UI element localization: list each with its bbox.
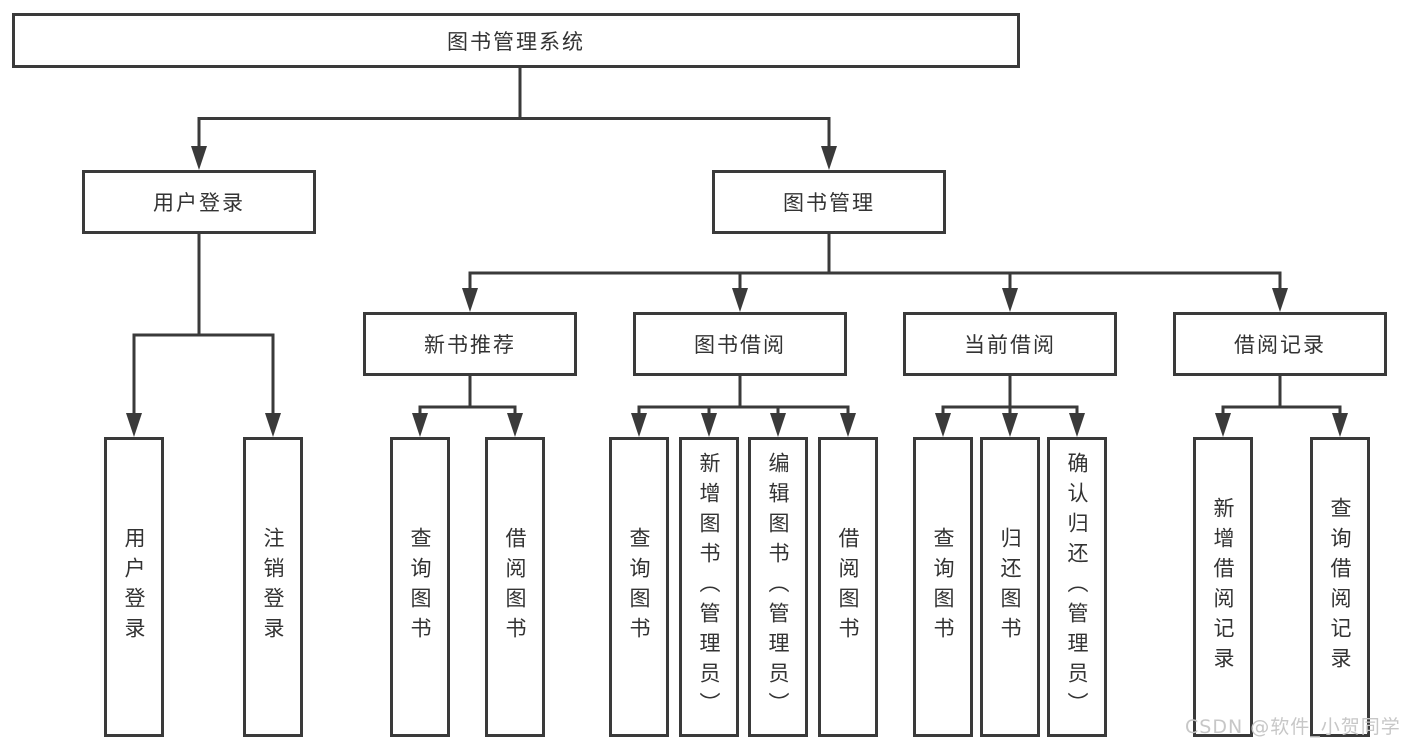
node-new-book-recommend: 新书推荐 [363, 312, 577, 376]
node-current-borrow: 当前借阅 [903, 312, 1117, 376]
leaf-query-books-recommend: 查询图书 [390, 437, 450, 737]
leaf-borrow-books-recommend: 借阅图书 [485, 437, 545, 737]
leaf-logout: 注销登录 [243, 437, 303, 737]
node-borrow-records: 借阅记录 [1173, 312, 1387, 376]
leaf-user-login: 用户登录 [104, 437, 164, 737]
watermark: CSDN @软件_小贺同学 [1185, 716, 1401, 738]
node-book-management: 图书管理 [712, 170, 946, 234]
leaf-add-borrow-record: 新增借阅记录 [1193, 437, 1253, 737]
arrowheads [126, 146, 1348, 437]
node-book-borrow: 图书借阅 [633, 312, 847, 376]
leaf-query-borrow-record: 查询借阅记录 [1310, 437, 1370, 737]
leaf-query-books-borrow: 查询图书 [609, 437, 669, 737]
leaf-return-book: 归还图书 [980, 437, 1040, 737]
leaf-query-books-current: 查询图书 [913, 437, 973, 737]
leaf-confirm-return-admin: 确认归还（管理员） [1047, 437, 1107, 737]
node-root: 图书管理系统 [12, 13, 1020, 68]
leaf-add-book-admin: 新增图书（管理员） [679, 437, 739, 737]
node-user-login: 用户登录 [82, 170, 316, 234]
leaf-edit-book-admin: 编辑图书（管理员） [748, 437, 808, 737]
leaf-borrow-books: 借阅图书 [818, 437, 878, 737]
